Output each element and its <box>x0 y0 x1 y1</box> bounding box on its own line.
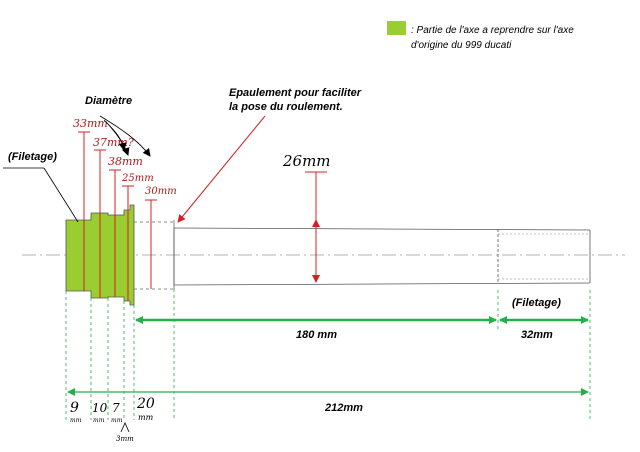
shaft-body <box>173 227 591 286</box>
seg-10-unit: mm <box>93 417 105 424</box>
diam-25-label: 25mm <box>121 173 154 184</box>
dim-212-label: 212mm <box>324 402 363 414</box>
filetage-right-label: (Filetage) <box>512 297 561 309</box>
epaulement-line1: Epaulement pour faciliter <box>229 87 362 99</box>
seg-10-label: 10 <box>92 401 108 415</box>
dim-180-label: 180 mm <box>296 329 337 341</box>
filetage-left-leader <box>43 167 79 223</box>
diametre-arrows <box>99 115 151 157</box>
legend-text-1: : Partie de l'axe a reprendre sur l'axe <box>411 25 574 36</box>
diam-38-label: 38mm <box>108 155 143 168</box>
diam-37-label: 37mm? <box>93 136 134 149</box>
seg-20-label: 20 <box>136 396 155 412</box>
legend-text-2: d'origine du 999 ducati <box>411 40 512 51</box>
green-section <box>65 204 135 306</box>
diameter-dims <box>78 131 327 301</box>
diam-26-label: 26mm <box>282 152 331 170</box>
diam-33-label: 33mm <box>73 117 108 130</box>
diam-30-label: 30mm <box>145 186 177 197</box>
extension-lines <box>65 289 591 420</box>
legend-swatch <box>387 21 406 35</box>
seg-20-unit: mm <box>138 413 154 422</box>
seg-7-label: 7 <box>112 401 120 415</box>
filetage-left-label: (Filetage) <box>8 151 57 163</box>
epaulement-line2: la pose du roulement. <box>229 101 343 113</box>
seg-9-unit: mm <box>70 417 82 424</box>
diametre-label: Diamètre <box>85 95 132 107</box>
seg-3-caret <box>120 422 130 433</box>
dim-32-label: 32mm <box>521 329 553 341</box>
seg-7-unit: mm <box>111 417 123 424</box>
seg-9-label: 9 <box>70 400 79 416</box>
seg-3-label: 3mm <box>116 435 134 443</box>
epaulement-arrow <box>177 115 266 223</box>
